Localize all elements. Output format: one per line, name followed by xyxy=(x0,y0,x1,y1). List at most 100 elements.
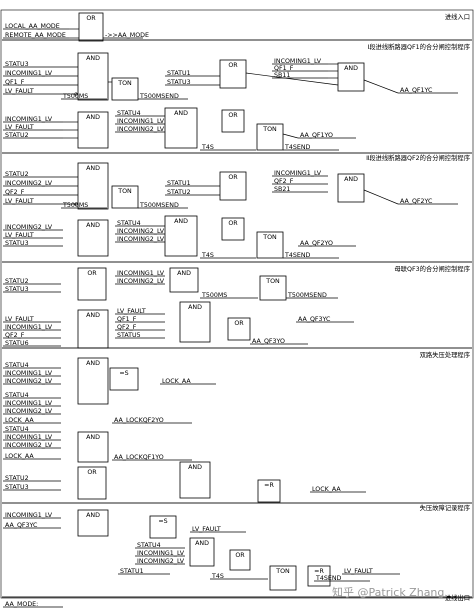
and-block xyxy=(164,215,198,257)
signal-label-lv-fault: LV_FAULT xyxy=(5,124,34,131)
and-block xyxy=(77,309,109,349)
and-block-label: AND xyxy=(86,360,100,367)
or-block xyxy=(219,171,247,201)
signal-label-lock-aa: LOCK_AA xyxy=(5,453,34,460)
and-block-label: AND xyxy=(86,222,100,229)
and-block xyxy=(77,219,109,257)
section-titles: 进线入口Ⅰ段进线断路器QF1的合分闸控制程序Ⅱ段进线断路器QF2的合分闸控制程序… xyxy=(366,12,470,602)
signal-label-statu1: STATU1 xyxy=(120,568,144,575)
signal-label-incoming1-lv: INCOMING1_LV xyxy=(5,370,53,377)
negation-pin xyxy=(74,92,78,96)
wire xyxy=(282,133,299,139)
signal-label-qf2-f: QF2_F xyxy=(5,189,25,196)
set-block xyxy=(109,367,139,391)
or-block-label: OR xyxy=(228,112,238,119)
signal-labels: LOCAL_AA_MODEREMOTE_AA_MODEOR->>AA_MODES… xyxy=(5,15,433,608)
and-block xyxy=(77,162,109,210)
signal-label-incoming2-lv: INCOMING2_LV xyxy=(5,378,53,385)
and-block-label: AND xyxy=(86,512,100,519)
signal-label-incoming1-lv: INCOMING1_LV xyxy=(117,118,165,125)
ton-block xyxy=(259,275,287,301)
and-block-label: AND xyxy=(188,464,202,471)
wires xyxy=(0,9,474,608)
wire xyxy=(363,189,399,205)
section-title: 进线入口 xyxy=(445,12,470,21)
signal-label-statu2: STATU2 xyxy=(5,278,29,285)
signal-label-qf2-f: QF2_F xyxy=(5,332,25,339)
or-block xyxy=(77,466,107,500)
or-block xyxy=(78,12,104,42)
or-block xyxy=(227,317,251,341)
set-block-label: =S xyxy=(119,370,128,377)
signal-label-statu1: STATU1 xyxy=(167,70,191,77)
signal-label-aa-qf3yc: AA_QF3YC xyxy=(298,316,331,323)
signal-label-incoming1-lv: INCOMING1_LV xyxy=(5,512,53,519)
signal-label-sb21: SB21 xyxy=(274,186,290,193)
and-block-label: AND xyxy=(177,270,191,277)
signal-label-aa-lockqf1yo: AA_LOCKQF1YO xyxy=(114,454,164,461)
signal-label-local-aa-mode: LOCAL_AA_MODE xyxy=(5,23,60,30)
or-block xyxy=(229,549,251,571)
signal-label-aa-qf1yc: AA_QF1YC xyxy=(400,87,433,94)
signal-label-incoming1-lv: INCOMING1_LV xyxy=(5,324,53,331)
section-title: Ⅰ段进线断路器QF1的合分闸控制程序 xyxy=(367,42,470,51)
signal-label-statu2: STATU2 xyxy=(5,171,29,178)
signal-label-incoming1-lv: INCOMING1_LV xyxy=(137,550,185,557)
signal-label-t4send: T4SEND xyxy=(284,252,311,259)
negation-pin xyxy=(74,202,78,206)
signal-label-qf1-f: QF1_F xyxy=(5,79,25,86)
or-block-label: OR xyxy=(234,320,244,327)
signal-label-statu1: STATU1 xyxy=(167,180,191,187)
and-block-label: AND xyxy=(86,114,100,121)
wire xyxy=(363,79,399,94)
signal-label-incoming2-lv: INCOMING2_LV xyxy=(5,442,53,449)
signal-label-lv-fault: LV_FAULT xyxy=(5,232,34,239)
signal-label-statu3: STATU3 xyxy=(5,240,29,247)
signal-label-qf1-f: QF1_F xyxy=(117,316,137,323)
signal-label-incoming2-lv: INCOMING2_LV xyxy=(137,558,185,565)
wire xyxy=(245,72,339,86)
signal-label-lv-fault: LV_FAULT xyxy=(5,316,34,323)
signal-label-incoming1-lv: INCOMING1_LV xyxy=(5,400,53,407)
ton-block-label: TON xyxy=(262,126,277,133)
signal-label-statu3: STATU3 xyxy=(5,484,29,491)
and-block-label: AND xyxy=(174,218,188,225)
signal-label-incoming1-lv: INCOMING1_LV xyxy=(5,434,53,441)
signal-label-statu2: STATU2 xyxy=(5,132,29,139)
signal-label-aa-mode: AA_MODE: xyxy=(5,601,38,608)
signal-label-qf1-f: QF1_F xyxy=(274,65,294,72)
ton-block xyxy=(111,77,139,101)
signal-label-statu6: STATU6 xyxy=(5,340,29,347)
or-block xyxy=(221,217,245,241)
or-block-label: OR xyxy=(87,270,97,277)
reset-block xyxy=(307,565,331,587)
and-block xyxy=(337,62,365,92)
signal-label-incoming1-lv: INCOMING1_LV xyxy=(274,170,322,177)
signal-label-incoming2-lv: INCOMING2_LV xyxy=(5,180,53,187)
section-title: 母联QF3的合分闸控制程序 xyxy=(394,264,470,273)
ton-block-label: TON xyxy=(265,278,280,285)
signal-label-t4s: T4S xyxy=(211,573,224,580)
set-block-label: =S xyxy=(158,518,167,525)
and-block xyxy=(189,537,215,567)
signal-label-t4s: T4S xyxy=(201,144,214,151)
signal-label-incoming2-lv: INCOMING2_LV xyxy=(117,126,165,133)
signal-label-statu4: STATU4 xyxy=(117,220,141,227)
signal-label-t4s: T4S xyxy=(201,252,214,259)
page-frame xyxy=(0,9,474,599)
and-block xyxy=(179,461,211,499)
signal-label-lock-aa: LOCK_AA xyxy=(5,417,34,424)
and-block xyxy=(77,509,109,537)
signal-label-t500ms: T500MS xyxy=(62,93,88,100)
ton-block xyxy=(111,185,139,209)
signal-label-statu4: STATU4 xyxy=(5,426,29,433)
signal-label-t500ms: T500MS xyxy=(201,292,227,299)
signal-label-aa-lockqf2yo: AA_LOCKQF2YO xyxy=(114,417,164,424)
and-block-label: AND xyxy=(174,110,188,117)
and-block-label: AND xyxy=(195,540,209,547)
and-block-label: AND xyxy=(86,55,100,62)
and-block-label: AND xyxy=(188,304,202,311)
signal-label-lv-fault: LV_FAULT xyxy=(5,198,34,205)
signal-label-lv-fault: LV_FAULT xyxy=(192,526,221,533)
and-block xyxy=(164,107,198,149)
